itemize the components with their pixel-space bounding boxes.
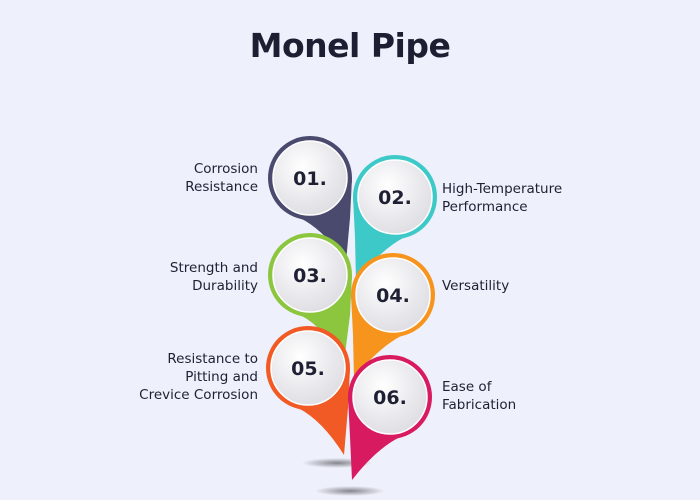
pin-circle [272,140,348,216]
item-label-line: Resistance to [167,351,258,367]
pin-number: 02. [378,187,412,209]
pin-circle [357,159,433,235]
pin-number: 06. [373,387,407,409]
pin-item-1: 01. [268,136,352,262]
pin-circle [272,237,348,313]
item-label-line: Resistance [185,179,258,195]
item-label-line: Fabrication [442,397,517,413]
pin-item-4: 04. [351,253,435,378]
pin-number: 03. [293,265,327,287]
pin-shadow [315,486,385,496]
pin-item-5: 05. [266,326,350,455]
pin-circle [355,257,431,333]
page-title: Monel Pipe [249,26,451,65]
item-label-line: Performance [442,199,528,215]
item-label-line: Ease of [442,379,492,395]
pin-item-2: 02. [353,155,437,282]
pin-number: 04. [376,285,410,307]
item-label-line: Pitting and [185,369,258,385]
pin-number: 05. [291,358,325,380]
pin-circle [270,330,346,406]
item-label-line: Corrosion [193,161,258,177]
item-label-line: Durability [192,278,258,294]
item-label-line: High-Temperature [442,181,563,197]
item-label-line: Strength and [169,260,258,276]
pin-circle [352,359,428,435]
item-label-line: Versatility [442,278,510,294]
pin-item-6: 06. [348,355,432,480]
item-label-4: Versatility [442,277,509,295]
item-label-line: Crevice Corrosion [139,387,258,403]
item-label-6: Ease of Fabrication [442,378,516,414]
pin-number: 01. [293,168,327,190]
